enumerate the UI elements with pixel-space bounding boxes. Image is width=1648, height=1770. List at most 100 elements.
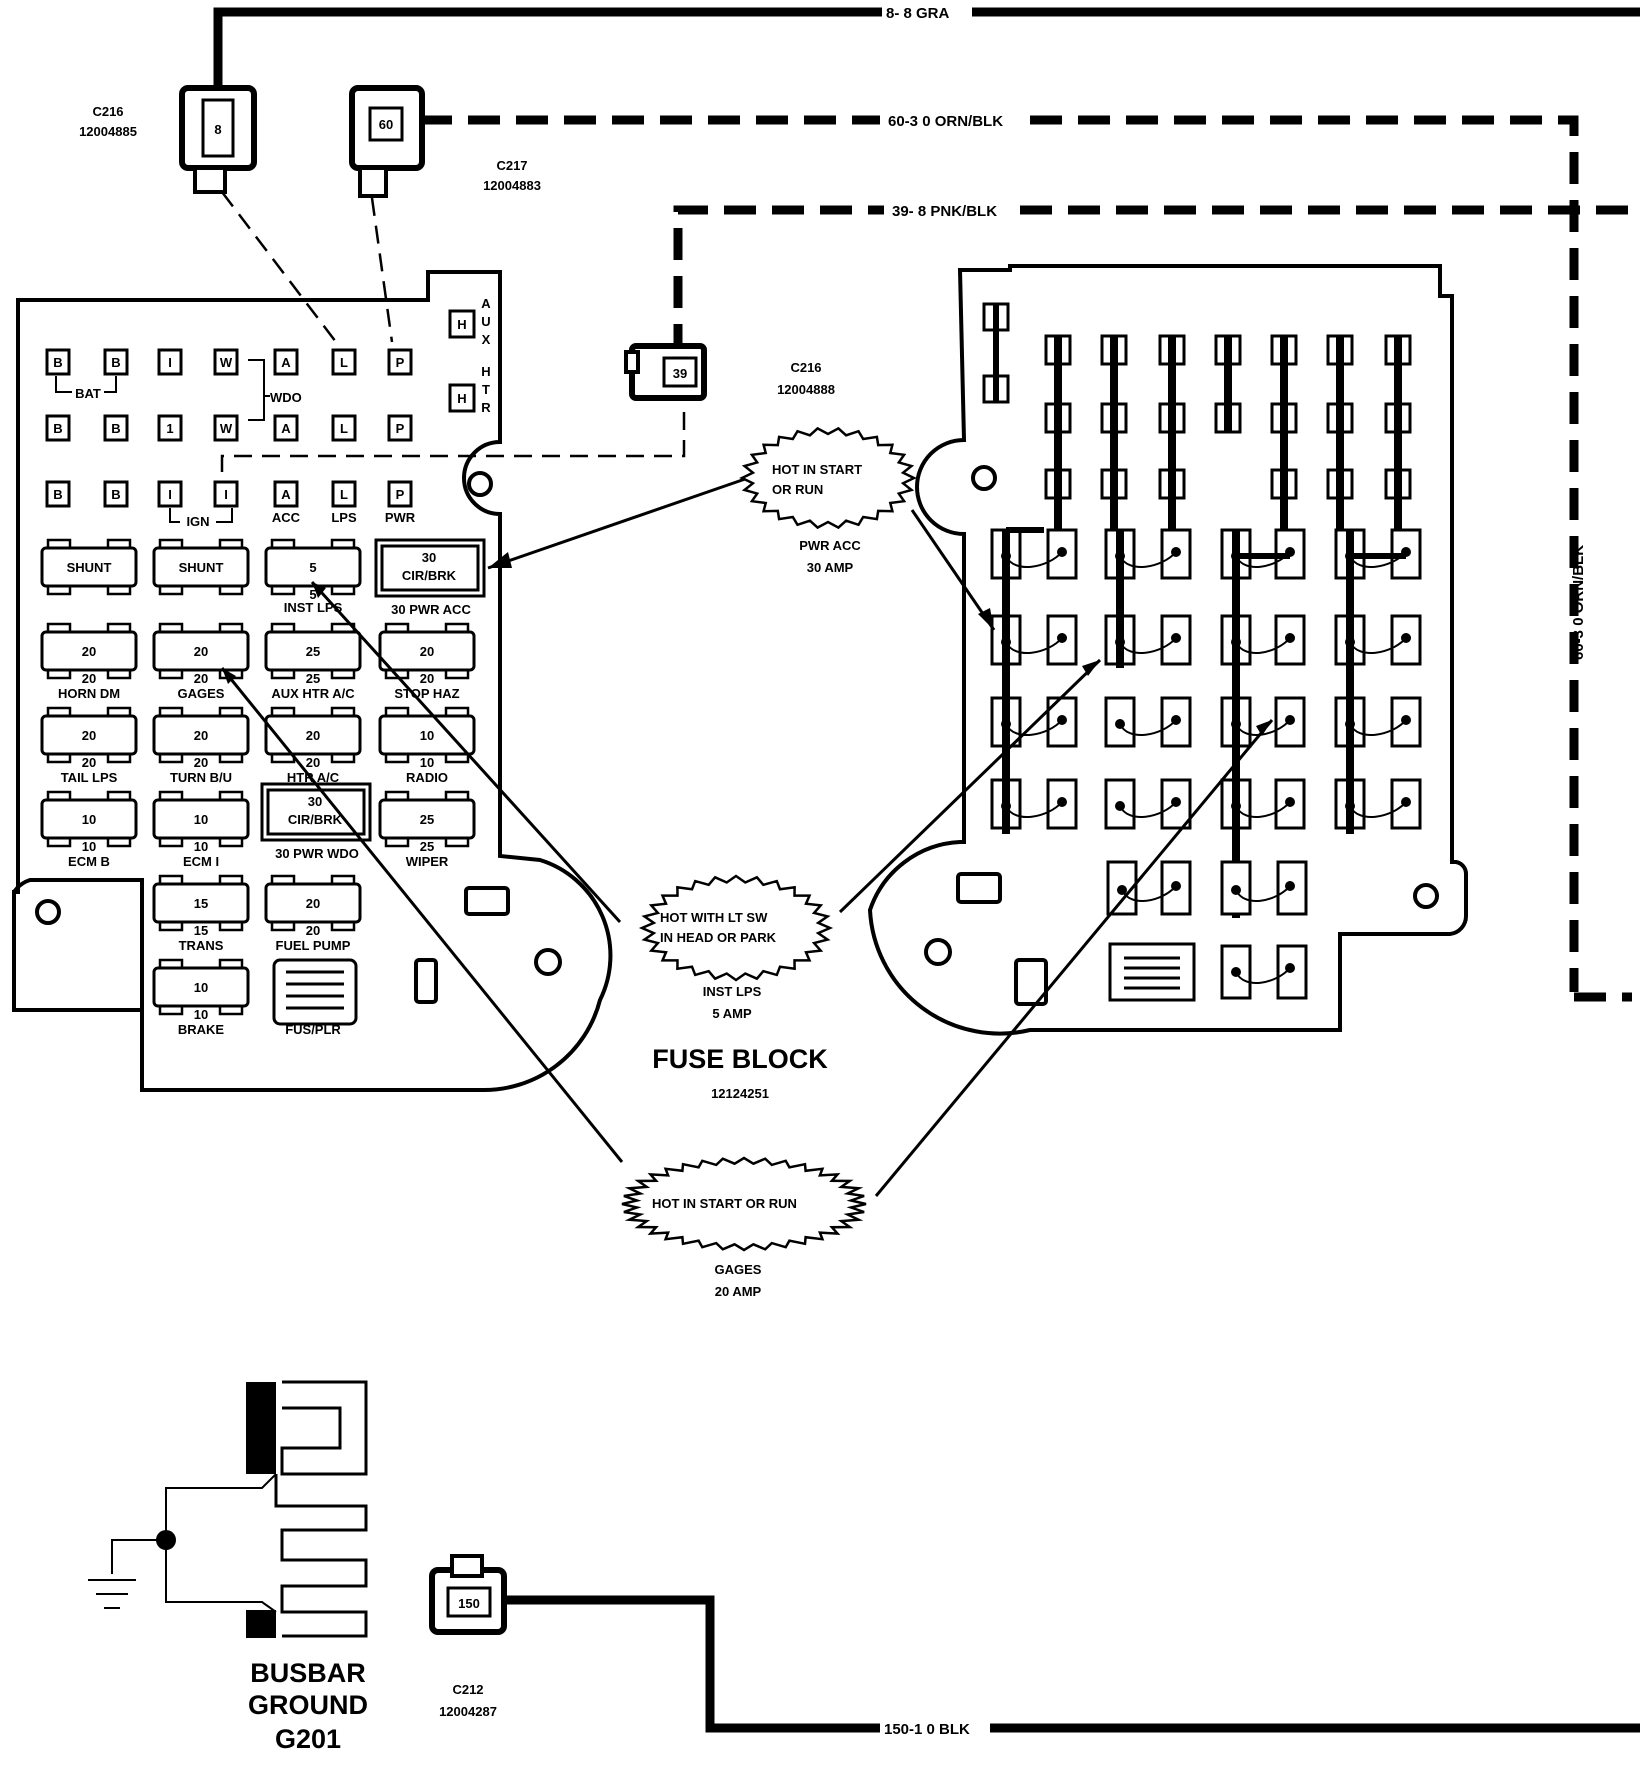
callout-text: HOT IN START bbox=[772, 462, 862, 477]
terminal: B bbox=[103, 414, 129, 442]
fuse-block-rear bbox=[867, 264, 1469, 1036]
wire-blk bbox=[504, 1595, 1640, 1733]
terminal: A bbox=[273, 414, 299, 442]
callout-text: HOT IN START OR RUN bbox=[652, 1196, 797, 1211]
fuse-rating: 20 bbox=[306, 755, 320, 770]
fuse-value: CIR/BRK bbox=[402, 568, 457, 583]
group-label-wdo: WDO bbox=[270, 390, 302, 405]
fuse-value: 30 bbox=[308, 794, 322, 809]
fuse-value: 10 bbox=[82, 812, 96, 827]
fuse-rating: 5 bbox=[309, 587, 316, 602]
fuse-block-part: 12124251 bbox=[711, 1086, 769, 1101]
fuse-rating: 10 bbox=[194, 839, 208, 854]
group-label-pwr: PWR bbox=[385, 510, 416, 525]
connector-c217: 60 bbox=[349, 85, 425, 198]
terminal-label: I bbox=[224, 487, 228, 502]
terminal-label: B bbox=[53, 487, 62, 502]
wire-pnk-blk bbox=[673, 205, 1630, 356]
fuse-label: BRAKE bbox=[178, 1022, 225, 1037]
fuse-block-front bbox=[12, 270, 613, 1093]
svg-text:R: R bbox=[481, 400, 491, 415]
terminal: A bbox=[273, 480, 299, 508]
callout-caption: 5 AMP bbox=[712, 1006, 752, 1021]
ground-label: BUSBAR bbox=[250, 1658, 366, 1688]
terminal: I bbox=[157, 348, 183, 376]
fuse-label: 30 PWR WDO bbox=[275, 846, 359, 861]
connector-pin: 150 bbox=[458, 1596, 480, 1611]
svg-text:H: H bbox=[481, 364, 490, 379]
terminal: 1 bbox=[157, 414, 183, 442]
terminal: P bbox=[387, 480, 413, 508]
terminal-label: B bbox=[111, 421, 120, 436]
fuse-value: 20 bbox=[306, 896, 320, 911]
terminal: W bbox=[213, 414, 239, 442]
group-label-ign: IGN bbox=[186, 514, 209, 529]
fuse-value: 25 bbox=[420, 812, 434, 827]
ground-label: GROUND bbox=[248, 1690, 368, 1720]
connector-name: C216 bbox=[92, 104, 123, 119]
rear-terminal-grid bbox=[982, 302, 1422, 1002]
wire-label-pnk-blk: 39- 8 PNK/BLK bbox=[892, 203, 997, 220]
fuse-label: 30 PWR ACC bbox=[391, 602, 471, 617]
fuse-label: HORN DM bbox=[58, 686, 120, 701]
terminal: B bbox=[103, 348, 129, 376]
fuse-value: 20 bbox=[306, 728, 320, 743]
group-brackets bbox=[55, 359, 270, 523]
terminal-label: I bbox=[168, 355, 172, 370]
connector-name: C212 bbox=[452, 1682, 483, 1697]
terminal: B bbox=[45, 414, 71, 442]
callout-text: OR RUN bbox=[772, 482, 823, 497]
fuse-label: AUX HTR A/C bbox=[271, 686, 355, 701]
terminal-label: B bbox=[53, 421, 62, 436]
callout-caption: 30 AMP bbox=[807, 560, 854, 575]
fuse-rating: 10 bbox=[420, 755, 434, 770]
wire-label-orn-blk-top: 60-3 0 ORN/BLK bbox=[888, 113, 1003, 130]
terminal: L bbox=[331, 348, 357, 376]
callout-text: IN HEAD OR PARK bbox=[660, 930, 777, 945]
terminal: B bbox=[45, 480, 71, 508]
connector-part: 12004885 bbox=[79, 124, 137, 139]
fuse-value: 25 bbox=[306, 644, 320, 659]
connector-pin: 39 bbox=[673, 366, 687, 381]
fuse-label: STOP HAZ bbox=[394, 686, 459, 701]
callout-text: HOT WITH LT SW bbox=[660, 910, 768, 925]
fuse-label: TRANS bbox=[179, 938, 224, 953]
fuse-block-title: FUSE BLOCK bbox=[652, 1044, 828, 1074]
terminal-label: L bbox=[340, 355, 348, 370]
svg-text:A: A bbox=[481, 296, 491, 311]
ground-label: G201 bbox=[275, 1724, 341, 1754]
fuse-label: FUEL PUMP bbox=[276, 938, 351, 953]
svg-text:U: U bbox=[481, 314, 490, 329]
fuse-value: 10 bbox=[194, 812, 208, 827]
terminal: I bbox=[157, 480, 183, 508]
terminal-label: H bbox=[457, 317, 466, 332]
fuse-label: WIPER bbox=[406, 854, 449, 869]
fuse-rating: 20 bbox=[82, 755, 96, 770]
terminal-label: B bbox=[53, 355, 62, 370]
terminal: I bbox=[213, 480, 239, 508]
fuse: SHUNT bbox=[152, 538, 250, 596]
callout-arrows bbox=[220, 476, 1274, 1197]
connector-c216-a: 8 bbox=[179, 85, 257, 194]
fuse: SHUNT bbox=[40, 538, 138, 596]
callout-pwr-acc: HOT IN START OR RUN bbox=[739, 426, 917, 530]
fuse-label: RADIO bbox=[406, 770, 448, 785]
terminal: B bbox=[103, 480, 129, 508]
fuse-rating: 25 bbox=[420, 839, 434, 854]
terminal-label: P bbox=[396, 421, 405, 436]
callout-caption: GAGES bbox=[715, 1262, 762, 1277]
fuse-label: ECM B bbox=[68, 854, 110, 869]
terminal-label: W bbox=[220, 421, 233, 436]
connector-part: 12004883 bbox=[483, 178, 541, 193]
